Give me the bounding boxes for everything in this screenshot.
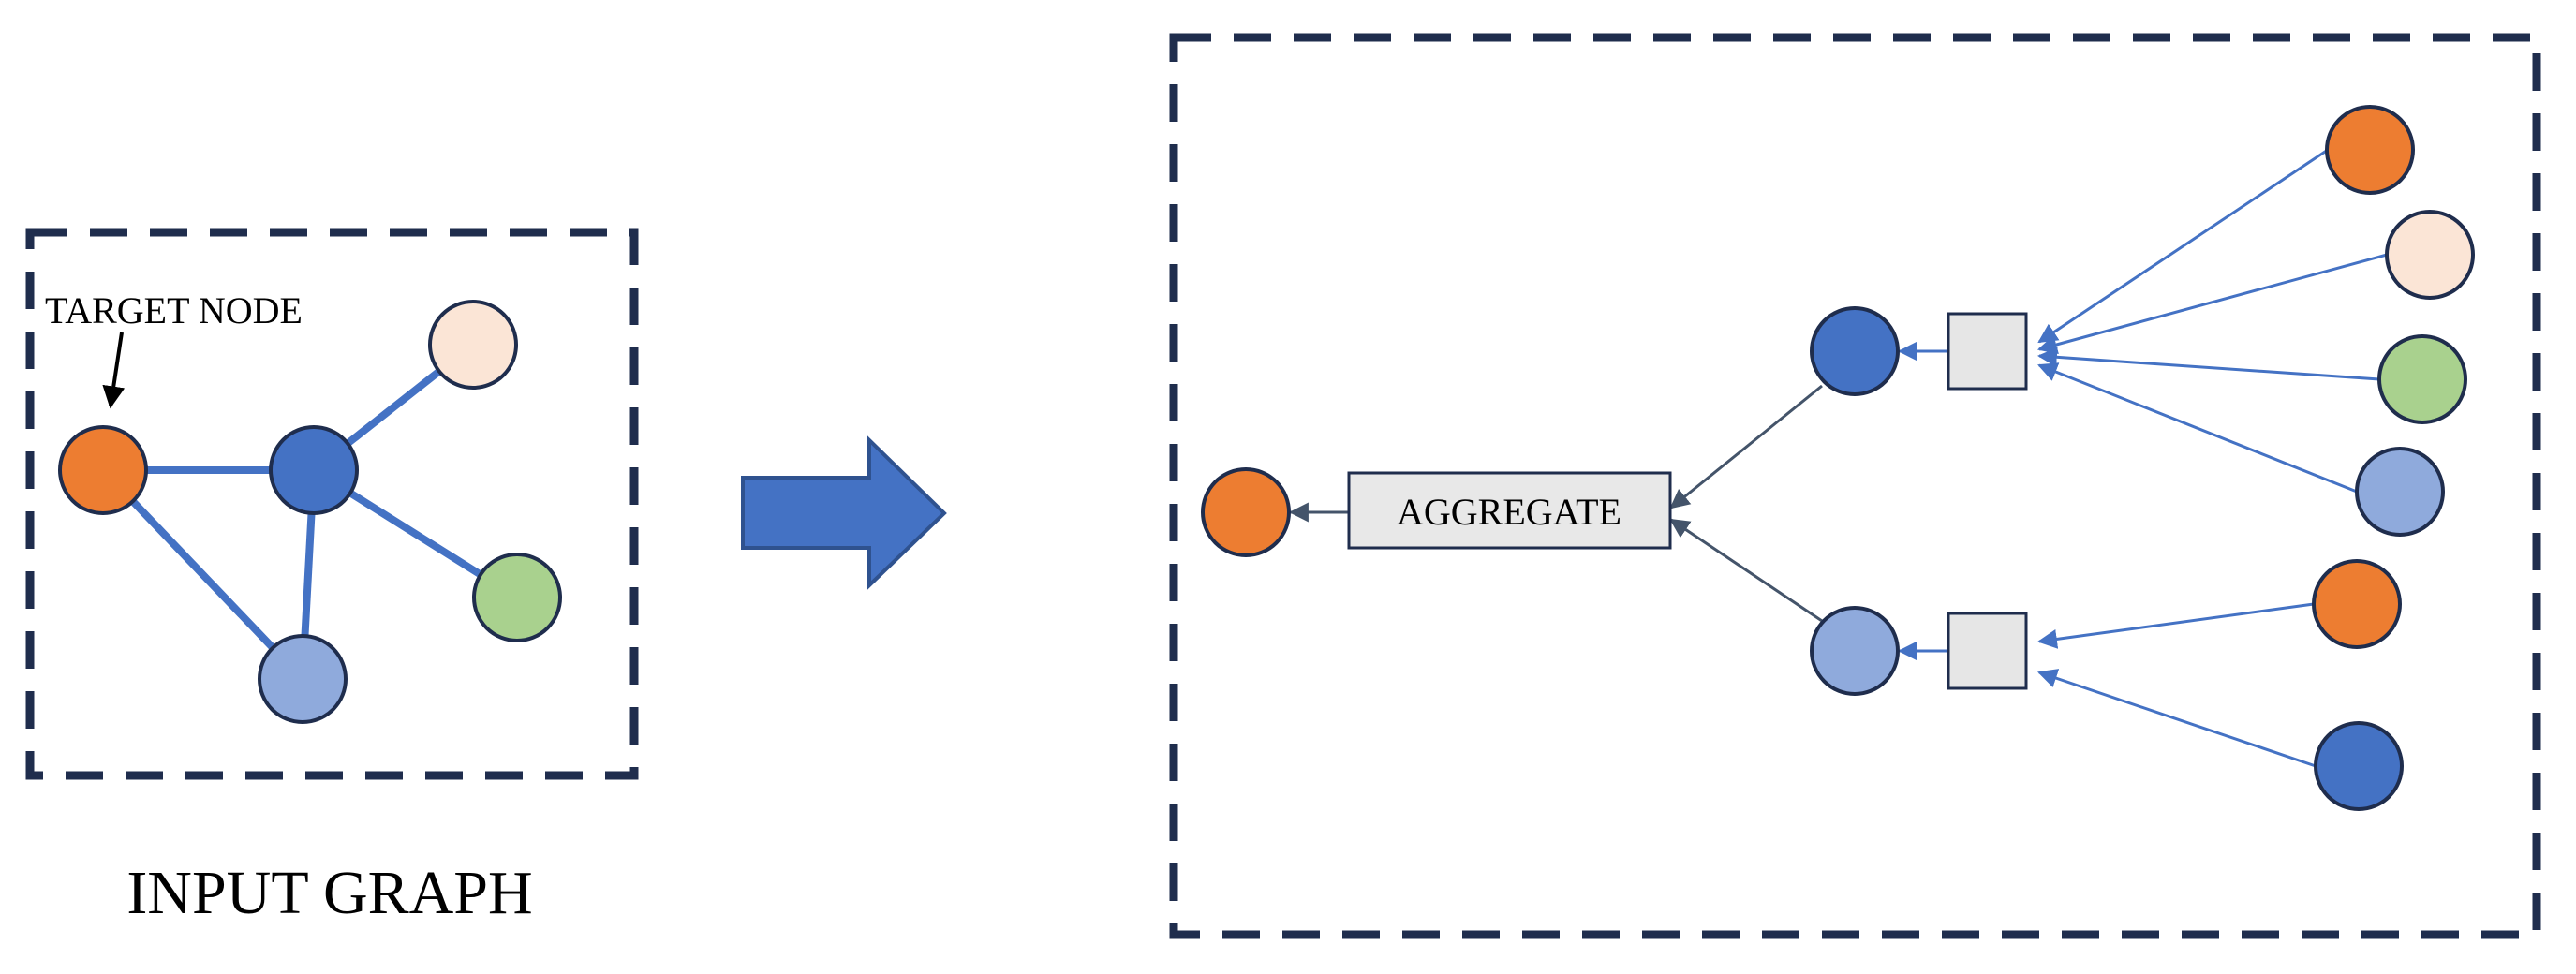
leaf-node-blue	[2314, 721, 2404, 811]
leaf-node-orange-2	[2312, 559, 2402, 649]
graph-node-peach	[428, 300, 518, 390]
aggregation-frame	[1169, 33, 2541, 939]
edge-leaf-peach-to-square-top	[2036, 253, 2388, 355]
edge-leaf-orange-to-square-bottom	[2036, 602, 2315, 649]
transform-arrow	[741, 435, 947, 590]
aggregate-label: AGGREGATE	[1397, 491, 1621, 533]
aggregate-box	[1347, 471, 1672, 550]
output-target-node	[1201, 467, 1291, 557]
target-node-label: TARGET NODE	[45, 289, 303, 332]
leaf-node-peach	[2385, 210, 2475, 300]
edge-leaf-blue-to-square-bottom	[2037, 669, 2317, 768]
graph-node-lightblue	[258, 634, 348, 724]
leaf-node-green	[2377, 334, 2467, 424]
sub-aggregate-square-bottom	[1947, 612, 2028, 690]
edge-node-blue-to-aggregate	[1669, 384, 1823, 509]
neighbor-node-blue	[1810, 306, 1900, 396]
neighbor-node-lightblue	[1810, 606, 1900, 696]
edge-leaf-orange-to-square-top	[2037, 148, 2329, 344]
input-graph-frame	[25, 228, 639, 780]
target-node	[58, 425, 148, 515]
graph-node-green	[472, 553, 562, 642]
edge-leaf-lightblue-to-square-top	[2037, 362, 2358, 494]
target-pointer-arrow	[102, 332, 126, 409]
input-graph-caption: INPUT GRAPH	[126, 859, 532, 927]
sub-aggregate-square-top	[1947, 312, 2028, 391]
leaf-node-orange-1	[2325, 105, 2415, 195]
edge-target-to-lightblue	[100, 467, 305, 682]
graph-node-blue	[269, 425, 359, 515]
edge-node-lightblue-to-aggregate	[1669, 518, 1823, 623]
edge-leaf-green-to-square-top	[2036, 347, 2380, 381]
leaf-node-lightblue	[2355, 447, 2445, 537]
